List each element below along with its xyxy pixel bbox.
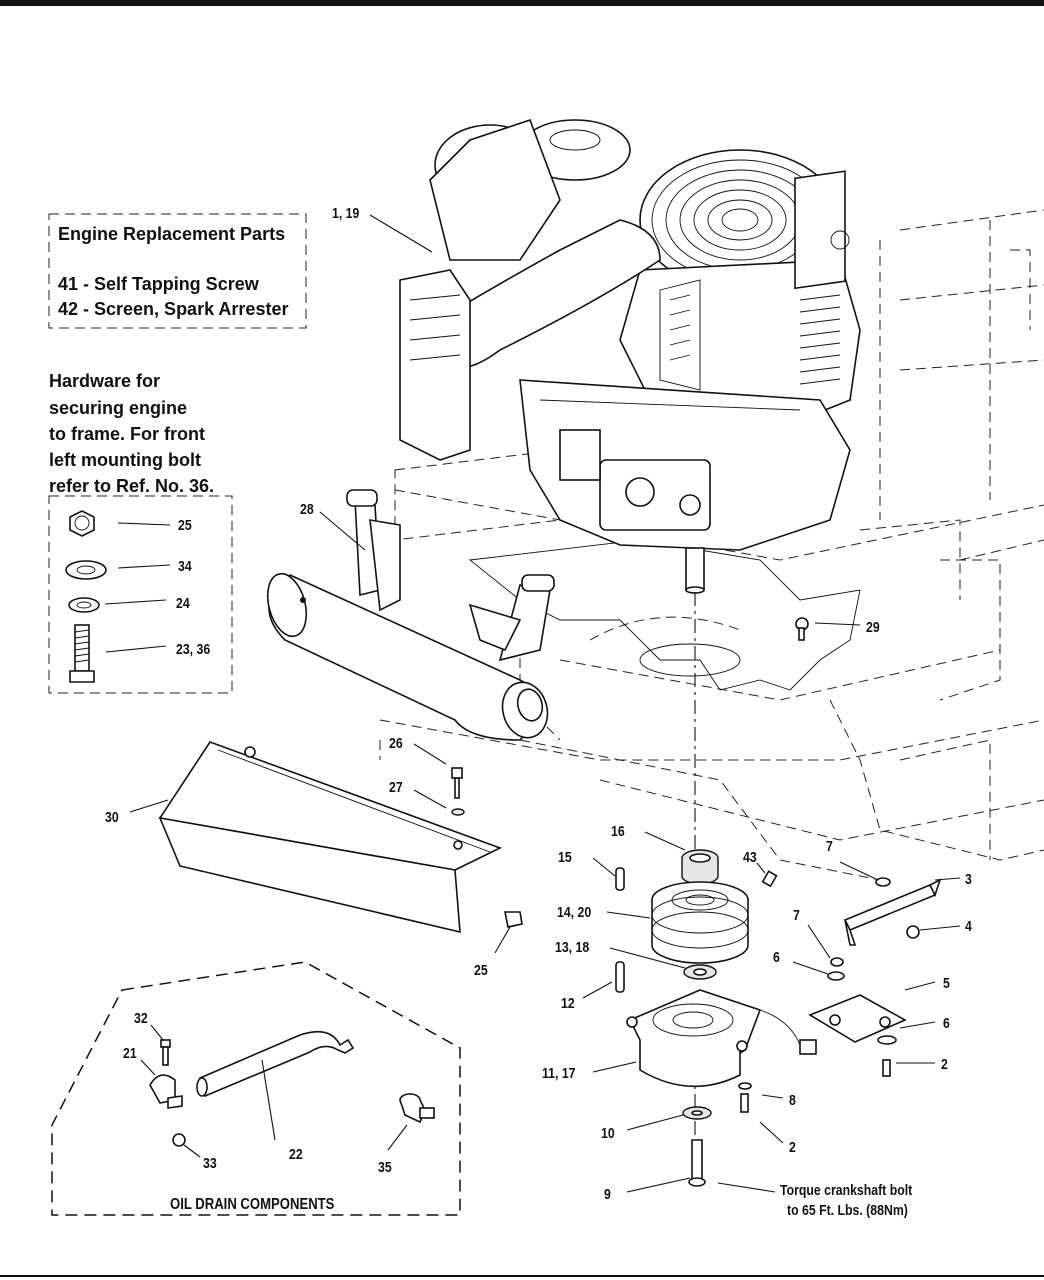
mounting-plate: [468, 539, 861, 691]
callout-10: 10: [601, 1125, 615, 1141]
callout-3: 3: [965, 871, 972, 887]
hardware-box: [48, 495, 233, 694]
clutch-bracket: [808, 877, 942, 1077]
replacement-parts-box: [48, 213, 307, 329]
clutch-stack: [615, 849, 817, 1187]
callout-21: 21: [123, 1045, 137, 1061]
callout-22: 22: [289, 1146, 303, 1162]
callout-13-18: 13, 18: [555, 939, 590, 955]
svg-text:refer to Ref. No. 36.: refer to Ref. No. 36.: [49, 476, 214, 496]
oil-drain-parts: [140, 1024, 435, 1158]
callout-35: 35: [378, 1159, 392, 1175]
callout-29: 29: [866, 619, 880, 635]
torque-note-line1: Torque crankshaft bolt: [780, 1182, 913, 1198]
callout-9: 9: [604, 1186, 611, 1202]
hardware-note: Hardware for securing engine to frame. F…: [49, 371, 214, 496]
torque-note-line2: to 65 Ft. Lbs. (88Nm): [787, 1202, 908, 1218]
chassis-frame: [379, 209, 1044, 881]
svg-text:left mounting bolt: left mounting bolt: [49, 450, 201, 470]
top-rule: [0, 0, 1044, 6]
callout-1-19: 1, 19: [332, 205, 360, 221]
callout-2-lower: 2: [789, 1139, 796, 1155]
callout-16: 16: [611, 823, 625, 839]
callout-labels: 1, 19 28 29 26 27 30 25 16 15 43 14, 20 …: [105, 205, 972, 1202]
callout-15: 15: [558, 849, 572, 865]
callout-27: 27: [389, 779, 403, 795]
svg-text:24: 24: [176, 595, 190, 611]
misc-hardware: [451, 617, 809, 928]
replacement-parts-title: Engine Replacement Parts: [58, 224, 285, 244]
muffler: [266, 489, 555, 741]
replacement-part-42: 42 - Screen, Spark Arrester: [58, 299, 288, 319]
replacement-part-41: 41 - Self Tapping Screw: [58, 274, 260, 294]
callout-7-lower: 7: [793, 907, 800, 923]
lock-washer-icon: [68, 597, 100, 613]
callout-25: 25: [474, 962, 488, 978]
callout-7-upper: 7: [826, 838, 833, 854]
svg-text:Hardware for: Hardware for: [49, 371, 160, 391]
oil-drain-title: OIL DRAIN COMPONENTS: [170, 1196, 335, 1213]
hex-nut-icon: [69, 510, 95, 537]
callout-32: 32: [134, 1010, 148, 1026]
leader-lines: [129, 214, 961, 1193]
svg-text:34: 34: [178, 558, 192, 574]
callout-11-17: 11, 17: [542, 1065, 576, 1081]
callout-26: 26: [389, 735, 403, 751]
callout-5: 5: [943, 975, 950, 991]
svg-text:25: 25: [178, 517, 192, 533]
callout-30: 30: [105, 809, 119, 825]
svg-text:23, 36: 23, 36: [176, 641, 211, 657]
callout-4: 4: [965, 918, 972, 934]
callout-6-lower: 6: [943, 1015, 950, 1031]
engine-assembly: [399, 118, 861, 594]
plate-hole: [639, 643, 741, 677]
heat-shield: [158, 741, 503, 934]
callout-43: 43: [743, 849, 757, 865]
callout-12: 12: [561, 995, 575, 1011]
callout-33: 33: [203, 1155, 217, 1171]
oil-drain-outline: [51, 961, 461, 1216]
callout-14-20: 14, 20: [557, 904, 592, 920]
callout-2-right: 2: [941, 1056, 948, 1072]
svg-text:to frame. For front: to frame. For front: [49, 424, 205, 444]
callout-8: 8: [789, 1092, 796, 1108]
hardware-items: 25 34 24 23, 36: [65, 510, 211, 683]
callout-6-upper: 6: [773, 949, 780, 965]
svg-text:securing engine: securing engine: [49, 398, 187, 418]
callout-28: 28: [300, 501, 314, 517]
bottom-rule: [0, 1275, 1044, 1277]
star-washer-icon: [65, 560, 107, 580]
